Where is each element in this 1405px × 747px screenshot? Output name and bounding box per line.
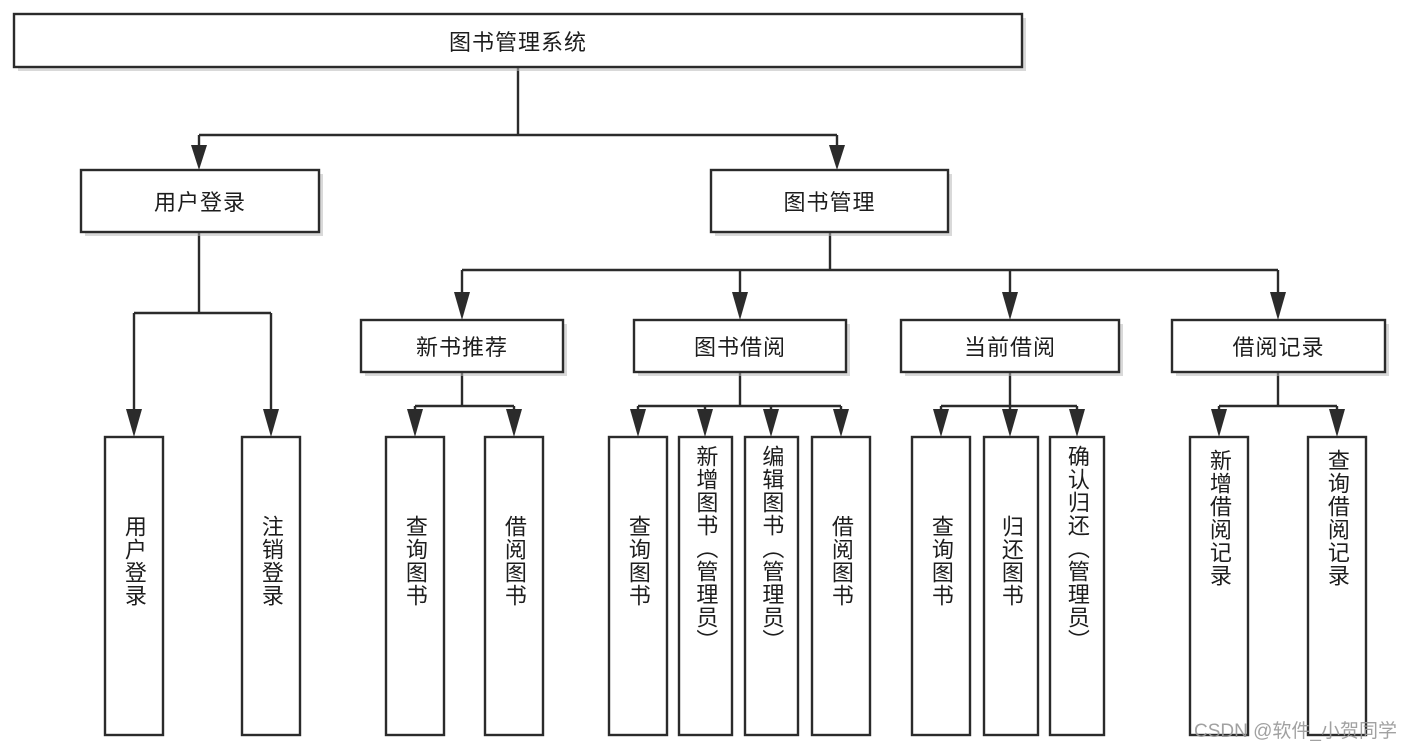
arrow-book-manage-to-book-borrow bbox=[732, 292, 748, 320]
leaf-borrow-book-new-node-box[interactable] bbox=[483, 435, 545, 737]
new-book-recommend-node-box[interactable] bbox=[359, 318, 565, 374]
arrow-root-to-user-login bbox=[191, 145, 207, 170]
arrow-current-borrow-to-return bbox=[1002, 409, 1018, 437]
arrow-new-book-to-query bbox=[407, 409, 423, 437]
leaf-edit-book-admin-node-box[interactable] bbox=[743, 435, 800, 737]
leaf-query-book-new-node-box[interactable] bbox=[384, 435, 446, 737]
leaf-confirm-return-admin-node-box[interactable] bbox=[1048, 435, 1106, 737]
arrow-book-borrow-to-query bbox=[630, 409, 646, 437]
leaf-user-login-node-box[interactable] bbox=[103, 435, 165, 737]
arrow-root-to-book-manage bbox=[829, 145, 845, 170]
leaf-borrow-book-borrow-node-box[interactable] bbox=[810, 435, 872, 737]
leaf-query-book-borrow-node-box[interactable] bbox=[607, 435, 669, 737]
connector-group-book-borrow bbox=[630, 372, 849, 437]
arrow-book-borrow-to-borrow bbox=[833, 409, 849, 437]
connector-group-new-book bbox=[407, 372, 522, 437]
arrow-book-manage-to-new-book bbox=[454, 292, 470, 320]
root-node-box[interactable] bbox=[12, 12, 1024, 69]
node-boxes bbox=[12, 12, 1389, 737]
borrow-record-node-box[interactable] bbox=[1170, 318, 1387, 374]
leaf-return-book-node-box[interactable] bbox=[982, 435, 1040, 737]
book-borrow-node-box[interactable] bbox=[632, 318, 848, 374]
book-manage-node-box[interactable] bbox=[709, 168, 950, 234]
arrow-book-manage-to-borrow-record bbox=[1270, 292, 1286, 320]
connector-group-borrow-record bbox=[1211, 372, 1345, 437]
arrow-user-login-to-leaf-logout bbox=[263, 409, 279, 437]
arrow-book-borrow-to-edit bbox=[763, 409, 779, 437]
leaf-add-borrow-record-node-box[interactable] bbox=[1188, 435, 1250, 737]
arrow-new-book-to-borrow bbox=[506, 409, 522, 437]
arrow-borrow-record-to-add bbox=[1211, 409, 1227, 437]
connector-group-current-borrow bbox=[933, 372, 1085, 437]
arrow-book-manage-to-current-borrow bbox=[1002, 292, 1018, 320]
connector-group-root bbox=[191, 67, 845, 170]
leaf-query-borrow-record-node-box[interactable] bbox=[1306, 435, 1368, 737]
leaf-logout-node-box[interactable] bbox=[240, 435, 302, 737]
leaf-query-book-current-node-box[interactable] bbox=[910, 435, 972, 737]
connector-group-user-login bbox=[126, 232, 279, 437]
arrow-borrow-record-to-query bbox=[1329, 409, 1345, 437]
arrow-current-borrow-to-confirm bbox=[1069, 409, 1085, 437]
user-login-node-box[interactable] bbox=[79, 168, 321, 234]
arrow-book-borrow-to-add bbox=[697, 409, 713, 437]
current-borrow-node-box[interactable] bbox=[899, 318, 1121, 374]
connector-group-book-manage bbox=[454, 232, 1286, 320]
arrow-current-borrow-to-query bbox=[933, 409, 949, 437]
arrow-user-login-to-leaf-login bbox=[126, 409, 142, 437]
leaf-add-book-admin-node-box[interactable] bbox=[677, 435, 734, 737]
